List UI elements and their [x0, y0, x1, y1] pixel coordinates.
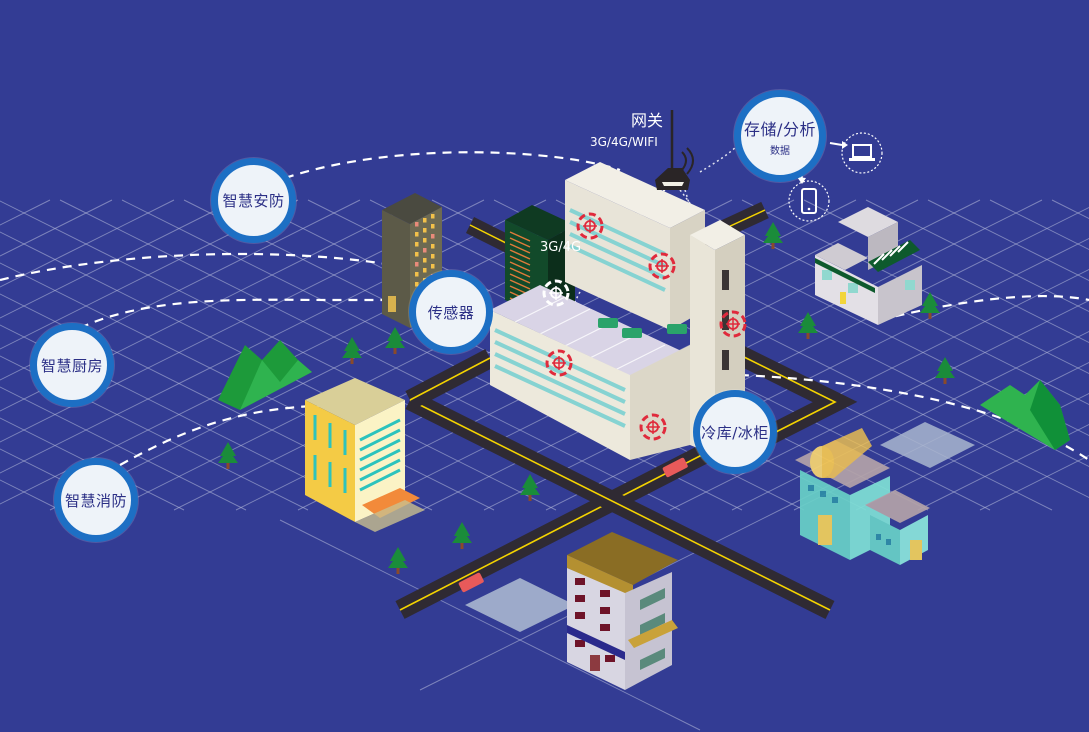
grid-line [59, 199, 681, 511]
grid-line [279, 519, 701, 731]
cold-storage-building [795, 428, 930, 565]
mountain [218, 340, 312, 410]
tree-icon [385, 327, 405, 354]
sensor-marker-icon [542, 279, 570, 307]
grid-line [989, 199, 1089, 251]
sensor-markers [542, 212, 747, 441]
node-label: 智慧消防 [64, 491, 127, 510]
server-network-label: 3G/4G [540, 240, 582, 255]
grid-line [865, 199, 1089, 313]
villa [815, 207, 922, 325]
grid-line [793, 361, 1089, 511]
grid-line [0, 199, 485, 443]
node-smart-kitchen[interactable]: 智慧厨房 [30, 323, 114, 407]
grid-line [0, 199, 113, 257]
grid-line [0, 386, 247, 511]
tree-icon [520, 474, 540, 501]
smartphone-icon [801, 188, 817, 214]
grid-line [979, 454, 1089, 511]
node-sensor[interactable]: 传感器 [409, 270, 493, 354]
grid-line [0, 417, 185, 511]
ground-tile [880, 422, 975, 468]
tree-icon [763, 222, 783, 249]
node-label: 智慧厨房 [40, 356, 103, 375]
parked-cars [598, 318, 687, 338]
router-antenna-icon [655, 110, 694, 190]
node-label: 智慧安防 [222, 192, 285, 210]
sensor-marker-icon [639, 413, 667, 441]
grid-line [0, 448, 123, 511]
grid-line [0, 199, 299, 350]
node-label: 传感器 [427, 303, 475, 322]
gateway-network-label: 3G/4G/WIFI [590, 135, 658, 149]
grid-line [0, 199, 175, 288]
tree-icon [798, 312, 818, 339]
tree-icon [342, 337, 362, 364]
sensor-marker-icon [648, 252, 676, 280]
grid-line [483, 206, 1089, 511]
tree-icon [452, 522, 472, 549]
laptop-icon [849, 144, 875, 161]
node-storage-analysis[interactable]: 存储/分析 数据 [734, 90, 826, 182]
grid-line [0, 199, 547, 474]
node-label: 冷库/冰柜 [701, 423, 769, 442]
ground-tile [465, 578, 575, 632]
yellow-office-building [305, 378, 425, 532]
grid-line [545, 237, 1089, 511]
tree-icon [920, 292, 940, 319]
apartment-building [567, 532, 678, 690]
grid-line [121, 199, 743, 511]
sensor-marker-icon [545, 349, 573, 377]
tree-icon [388, 547, 408, 574]
laptop-device [829, 132, 883, 174]
trees [218, 222, 955, 574]
tree-icon [935, 357, 955, 384]
node-label: 存储/分析 [744, 119, 816, 139]
grid-line [0, 199, 237, 319]
grid-line [917, 423, 1089, 511]
sensor-marker-icon [719, 310, 747, 338]
phone-device [788, 169, 830, 222]
tree-icon [218, 442, 238, 469]
grid-line [0, 355, 309, 511]
node-smart-fire[interactable]: 智慧消防 [54, 458, 138, 542]
grid-line [927, 199, 1089, 282]
node-smart-security[interactable]: 智慧安防 [211, 158, 296, 243]
mountain [980, 380, 1070, 450]
grid-line [855, 392, 1089, 511]
vehicle [458, 457, 688, 593]
node-cold-storage[interactable]: 冷库/冰柜 [693, 390, 777, 474]
grid-line [679, 199, 1089, 406]
gateway-label: 网关 [631, 111, 664, 130]
sensor-marker-icon [576, 212, 604, 240]
node-sublabel: 数据 [770, 145, 790, 157]
grid-line [669, 299, 1089, 511]
